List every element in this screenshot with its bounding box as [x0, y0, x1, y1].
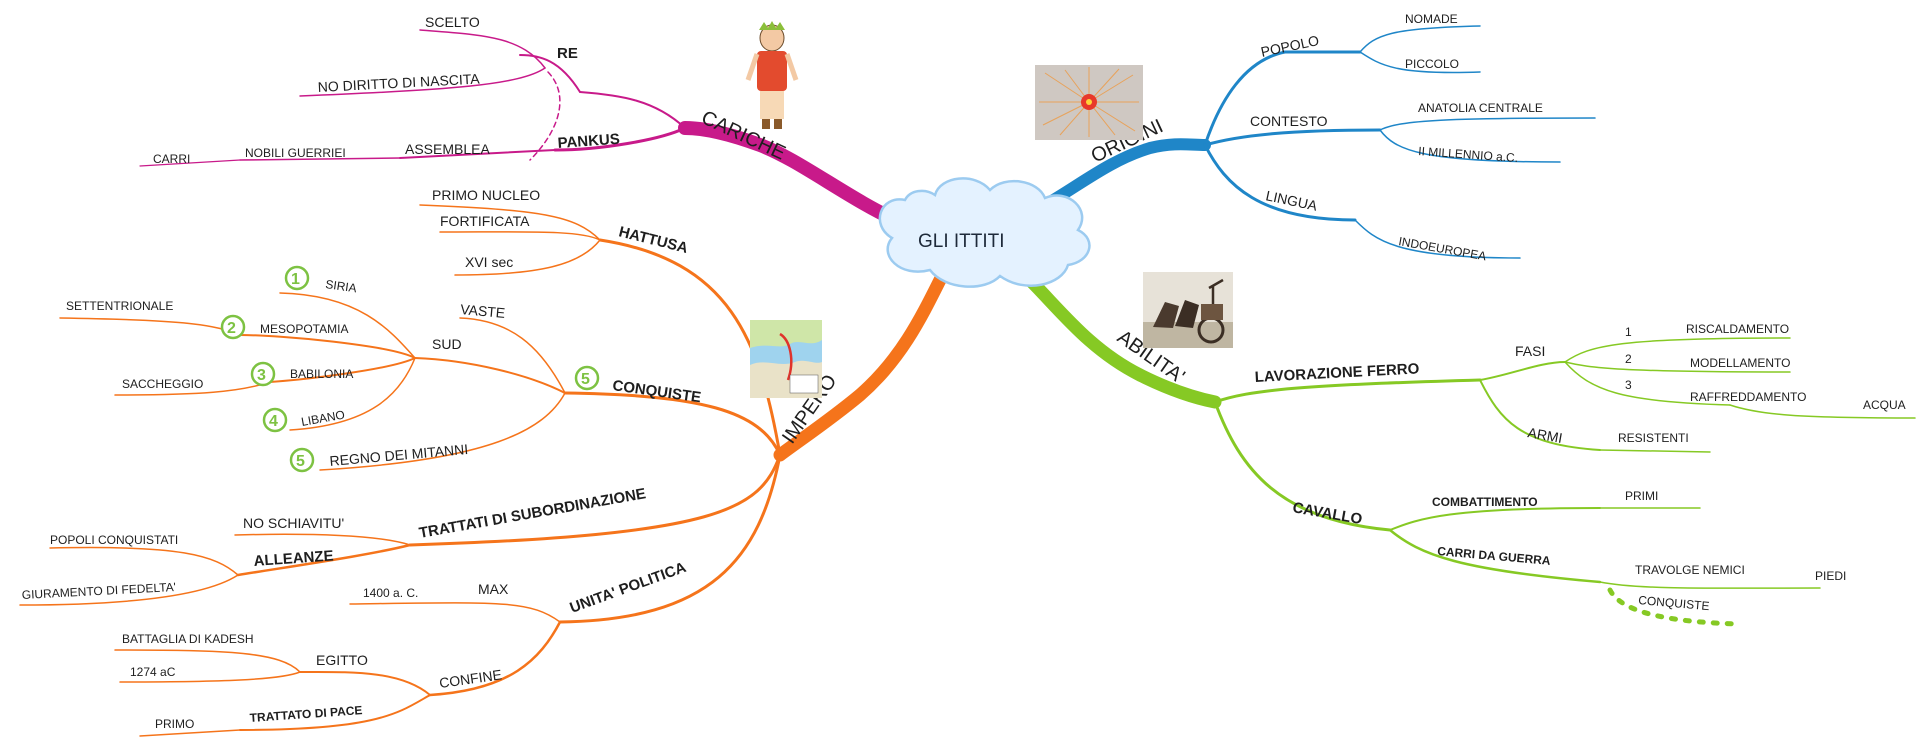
combattimento-label: COMBATTIMENTO [1432, 495, 1538, 509]
armi-label: ARMI [1526, 424, 1563, 446]
fasi-label: FASI [1515, 343, 1545, 359]
egitto-label: EGITTO [316, 652, 368, 668]
trattato-pace-label: TRATTATO DI PACE [249, 703, 363, 725]
king-icon [745, 21, 799, 129]
contesto-item-anatolia: ANATOLIA CENTRALE [1418, 101, 1543, 115]
unita-label: UNITA' POLITICA [568, 559, 689, 617]
primi-label: PRIMI [1625, 489, 1658, 503]
mesopotamia-label: MESOPOTAMIA [260, 322, 348, 336]
conquiste-cavallo-label: CONQUISTE [1638, 593, 1710, 613]
conquiste-badge [574, 365, 600, 391]
conquiste-label: CONQUISTE [611, 377, 702, 406]
mesopotamia-badge-num: 2 [227, 320, 236, 337]
step-3-num: 3 [1625, 378, 1632, 392]
sud-label: SUD [432, 336, 462, 352]
alleanze-label: ALLEANZE [253, 547, 334, 570]
step-2-num: 2 [1625, 352, 1632, 366]
hattusa-item-nucleo: PRIMO NUCLEO [432, 187, 540, 203]
travolge-label: TRAVOLGE NEMICI [1635, 563, 1745, 577]
carri-label: CARRI [153, 152, 190, 166]
central-title: GLI ITTITI [918, 231, 1005, 252]
egitto-item-kadesh: BATTAGLIA DI KADESH [122, 632, 254, 646]
siria-badge-num: 1 [291, 271, 300, 288]
map-image-icon [750, 320, 822, 398]
central-topic[interactable]: GLI ITTITI [878, 177, 1091, 288]
acqua-label: ACQUA [1863, 398, 1906, 412]
hattusa-item-fortificata: FORTIFICATA [440, 213, 530, 229]
abilita-branch [1023, 273, 1916, 627]
impero-branch [19, 204, 947, 737]
max-date: 1400 a. C. [363, 586, 418, 600]
step-3-label: RAFFREDDAMENTO [1690, 390, 1806, 404]
mitanni-badge-num: 5 [296, 453, 305, 470]
popolo-item-nomade: NOMADE [1405, 12, 1458, 26]
resistenti-label: RESISTENTI [1618, 431, 1689, 445]
carri-guerra-label: CARRI DA GUERRA [1437, 544, 1552, 568]
step-1-label: RISCALDAMENTO [1686, 322, 1789, 336]
mitanni-label: REGNO DEI MITANNI [329, 441, 469, 469]
contesto-item-millennio: II MILLENNIO a.C. [1418, 144, 1519, 165]
libano-badge [262, 407, 288, 433]
babilonia-sub: SACCHEGGIO [122, 377, 203, 391]
max-label: MAX [478, 581, 509, 597]
popolo-label: POPOLO [1259, 32, 1320, 60]
siria-badge [284, 265, 310, 291]
siria-label: SIRIA [325, 277, 358, 295]
mesopotamia-badge [220, 314, 246, 340]
firework-image-icon [1035, 65, 1143, 140]
lingua-item-indoeuropea: INDOEUROPEA [1397, 234, 1487, 263]
pankus-label: PANKUS [557, 131, 620, 152]
origini-branch [1039, 25, 1596, 259]
babilonia-label: BABILONIA [290, 367, 353, 381]
cariche-branch [139, 29, 907, 229]
lingua-label: LINGUA [1264, 187, 1319, 214]
mitanni-badge [289, 447, 315, 473]
conquiste-badge-num: 5 [581, 371, 590, 388]
re-item-scelto: SCELTO [425, 14, 480, 30]
chariot-image-icon [1143, 272, 1233, 348]
re-label: RE [557, 45, 578, 62]
nobili-label: NOBILI GUERRIEI [245, 146, 346, 160]
contesto-label: CONTESTO [1250, 113, 1328, 129]
cavallo-label: CAVALLO [1291, 499, 1363, 528]
step-2-label: MODELLAMENTO [1690, 356, 1790, 370]
mesopotamia-sub: SETTENTRIONALE [66, 299, 173, 313]
no-schiavitu-label: NO SCHIAVITU' [243, 515, 344, 531]
step-1-num: 1 [1625, 325, 1632, 339]
babilonia-badge [250, 361, 276, 387]
trattato-pace-sub: PRIMO [155, 717, 194, 731]
assemblea-label: ASSEMBLEA [405, 141, 490, 157]
alleanze-item-popoli: POPOLI CONQUISTATI [50, 533, 178, 547]
piedi-label: PIEDI [1815, 569, 1846, 583]
libano-badge-num: 4 [269, 413, 278, 430]
confine-label: CONFINE [438, 666, 503, 691]
hattusa-item-sec: XVI sec [465, 254, 513, 270]
vaste-label: VASTE [460, 301, 506, 321]
popolo-item-piccolo: PICCOLO [1405, 57, 1459, 71]
egitto-item-date: 1274 aC [130, 665, 176, 679]
babilonia-badge-num: 3 [257, 367, 266, 384]
